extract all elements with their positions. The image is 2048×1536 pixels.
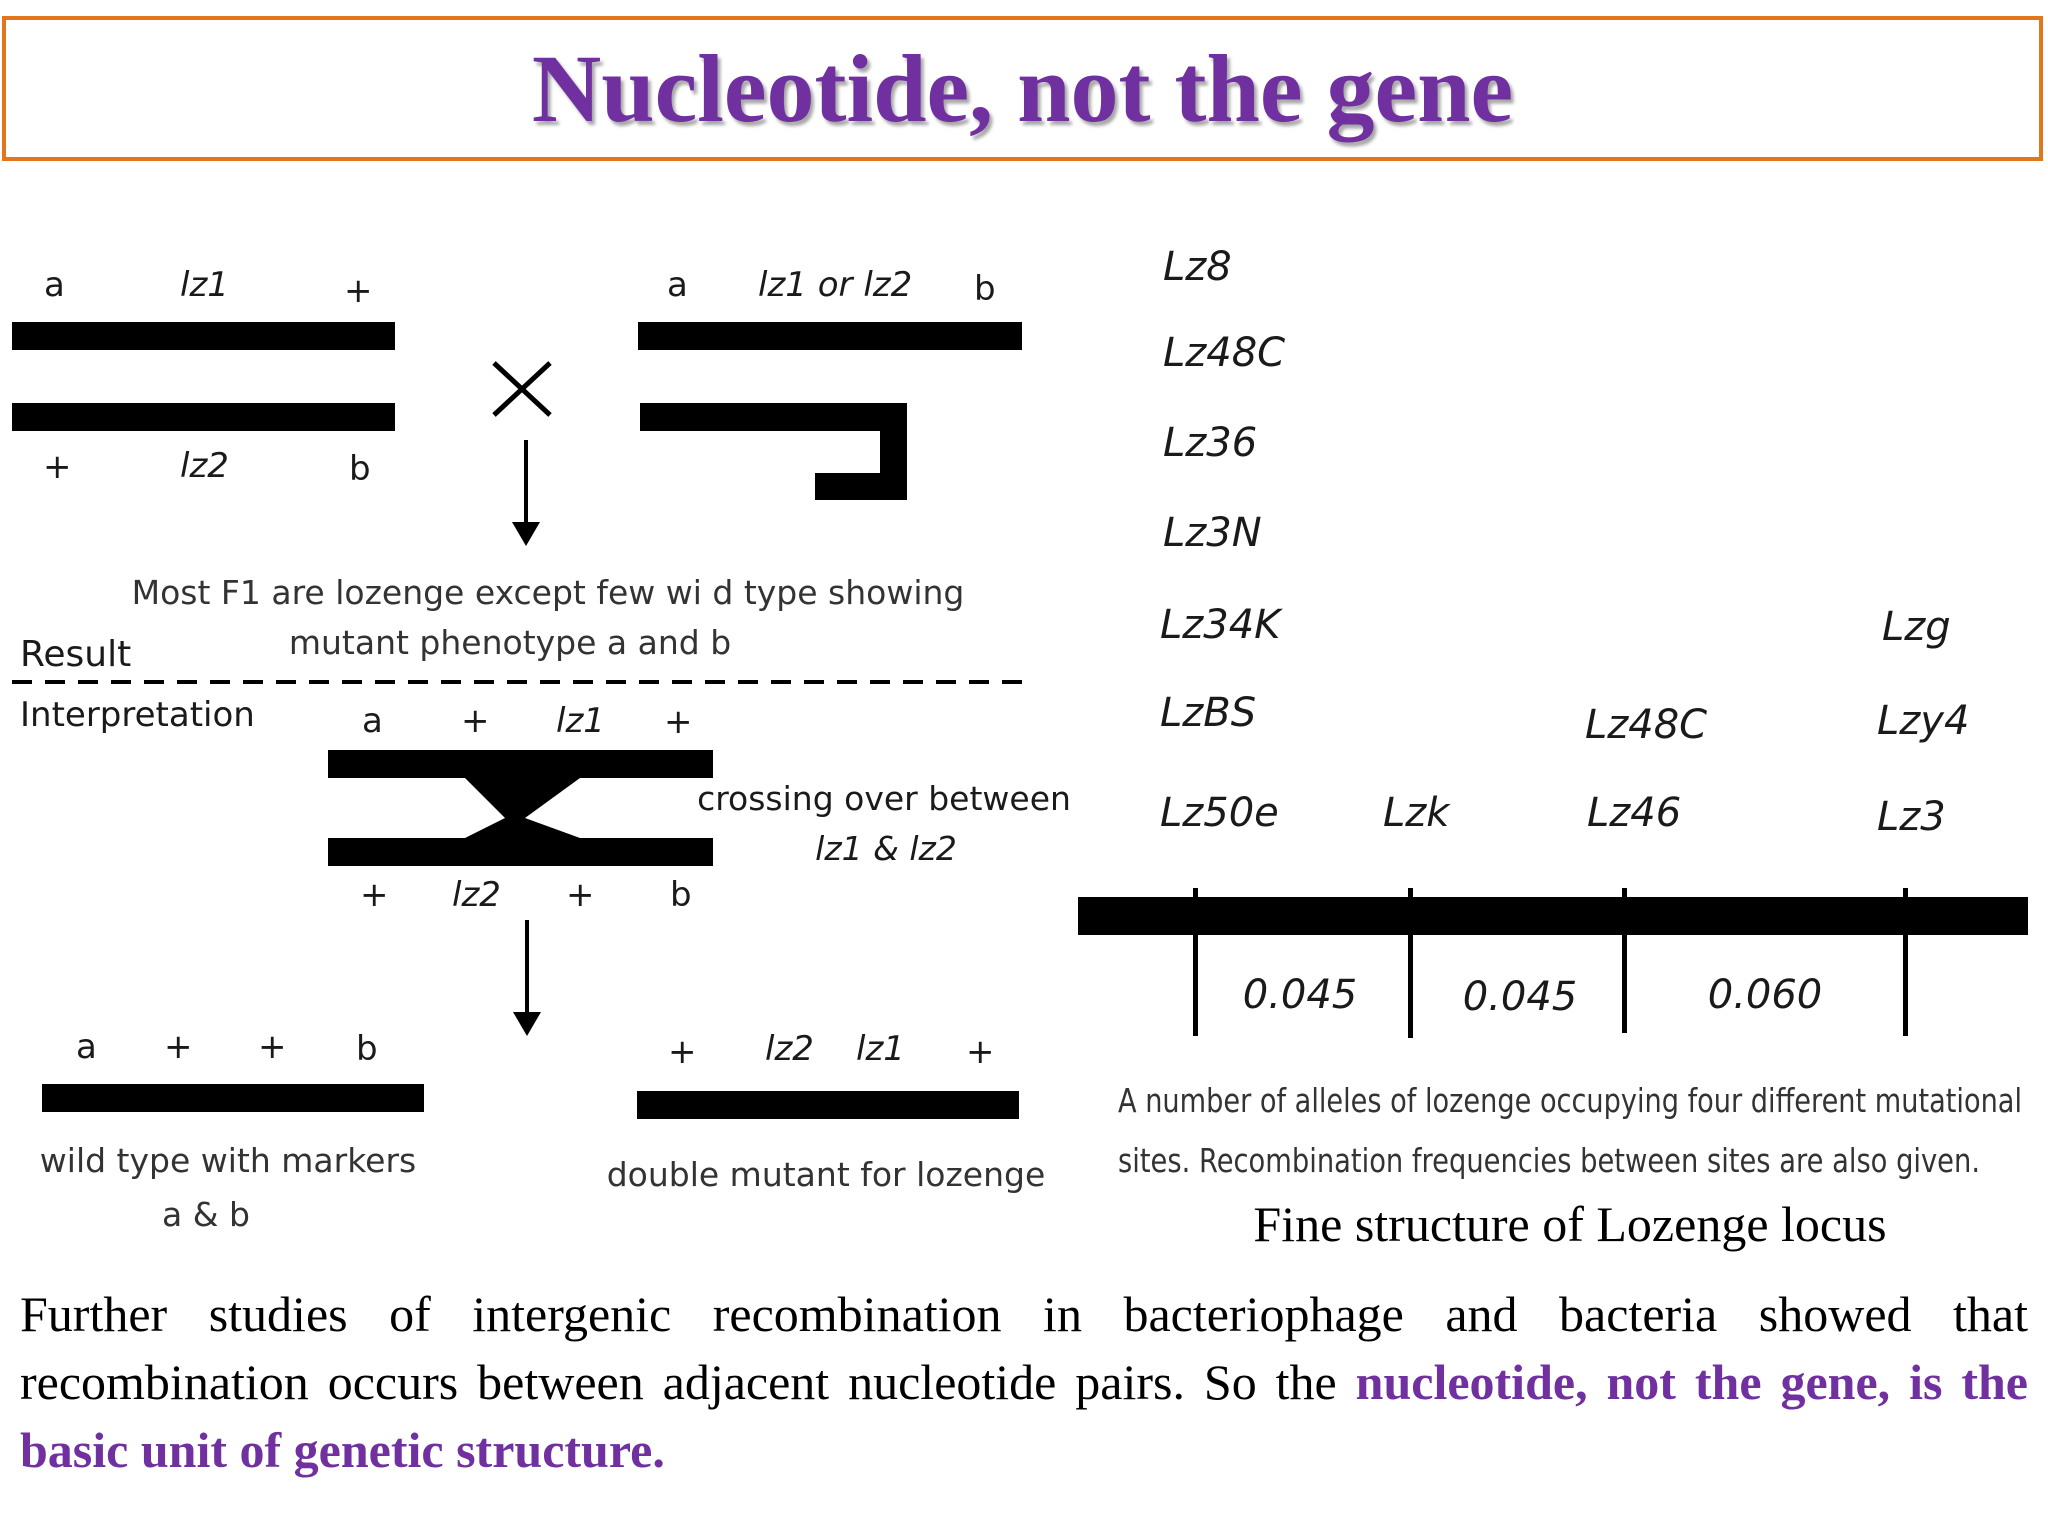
- title-box: Nucleotide, not the gene: [2, 16, 2043, 161]
- allele-lz48c: Lz48C: [1163, 330, 1285, 376]
- label-left-bottom-lz2: lz2: [180, 446, 229, 486]
- locus-caption-line1: A number of alleles of lozenge occupying…: [1118, 1081, 2022, 1120]
- allele-lz36: Lz36: [1163, 420, 1257, 466]
- interp-bottom-b: b: [670, 875, 692, 915]
- locus-bar: [1078, 897, 2028, 935]
- arrow-down-2-head: [513, 1012, 541, 1036]
- figure-title: Fine structure of Lozenge locus: [1253, 1196, 1887, 1252]
- crossover-chromosomes: [328, 750, 713, 866]
- result-text-line1: Most F1 are lozenge except few wi d type…: [132, 573, 965, 612]
- locus-caption-line2: sites. Recombination frequencies between…: [1118, 1141, 1980, 1180]
- frequency-3: 0.060: [1708, 972, 1823, 1018]
- crossover-text-line2: lz1 & lz2: [815, 829, 957, 868]
- allele-lzbs: LzBS: [1160, 690, 1256, 736]
- interp-top-plus-2: +: [664, 702, 693, 742]
- result-label: Result: [20, 634, 131, 675]
- body-text-plain: Further studies of intergenic recombinat…: [20, 1286, 2028, 1410]
- label-right-top-a: a: [667, 265, 688, 305]
- label-left-bottom-b: b: [349, 449, 371, 489]
- product-right-lz2: lz2: [765, 1029, 814, 1069]
- crossover-text-line1: crossing over between: [697, 779, 1071, 818]
- arrow-down-1-head: [512, 522, 540, 546]
- arrow-down-1: [524, 440, 528, 530]
- chromosome-left-bottom: [12, 403, 395, 431]
- double-mutant-caption: double mutant for lozenge: [607, 1155, 1046, 1194]
- label-left-top-plus: +: [344, 271, 373, 311]
- interp-bottom-plus-2: +: [566, 875, 595, 915]
- product-wild-type: [42, 1084, 424, 1112]
- chromosome-right-bottom: [640, 403, 907, 500]
- product-left-plus-1: +: [164, 1027, 193, 1067]
- allele-lz48c-site3: Lz48C: [1585, 702, 1707, 748]
- product-left-a: a: [76, 1027, 97, 1067]
- arrow-down-2: [525, 920, 529, 1020]
- frequency-1: 0.045: [1243, 972, 1358, 1018]
- allele-lzy4: Lzy4: [1877, 698, 1969, 744]
- wild-type-caption-line1: wild type with markers: [40, 1141, 416, 1180]
- site-tick-3: [1622, 888, 1627, 1033]
- label-right-top-b: b: [974, 269, 996, 309]
- allele-lz34k: Lz34K: [1160, 602, 1283, 648]
- wild-type-caption-line2: a & b: [162, 1195, 250, 1234]
- allele-lz46: Lz46: [1587, 790, 1681, 836]
- interp-top-plus-1: +: [461, 701, 490, 741]
- interpretation-label: Interpretation: [20, 695, 255, 735]
- label-left-bottom-plus: +: [43, 447, 72, 487]
- body-text-highlight: nucleotide, not the gene, is the basic u…: [20, 1354, 2028, 1478]
- site-tick-4: [1903, 888, 1908, 1036]
- product-right-plus-2: +: [966, 1032, 995, 1072]
- page-title: Nucleotide, not the gene: [531, 35, 1514, 142]
- label-left-top-lz1: lz1: [180, 265, 229, 305]
- product-left-plus-2: +: [258, 1027, 287, 1067]
- allele-lz50e: Lz50e: [1160, 790, 1279, 836]
- product-right-plus-1: +: [668, 1032, 697, 1072]
- allele-lzg: Lzg: [1882, 604, 1951, 650]
- label-right-top-lz: lz1 or lz2: [758, 265, 912, 305]
- frequency-2: 0.045: [1463, 974, 1578, 1020]
- cross-symbol: [492, 361, 552, 417]
- label-left-top-a: a: [44, 265, 65, 305]
- result-text-line2: mutant phenotype a and b: [289, 623, 731, 662]
- chromosome-left-top: [12, 322, 395, 350]
- interp-bottom-lz2: lz2: [452, 875, 501, 915]
- interp-top-lz1: lz1: [556, 701, 605, 741]
- allele-lz8: Lz8: [1163, 244, 1232, 290]
- chromosome-right-top: [638, 322, 1022, 350]
- interp-bottom-plus-1: +: [360, 875, 389, 915]
- allele-lz3: Lz3: [1877, 794, 1946, 840]
- allele-lzk: Lzk: [1383, 790, 1451, 836]
- site-tick-1: [1193, 888, 1198, 1036]
- allele-lz3n: Lz3N: [1163, 510, 1262, 556]
- body-paragraph: Further studies of intergenic recombinat…: [20, 1280, 2028, 1484]
- product-double-mutant: [637, 1091, 1019, 1119]
- product-right-lz1: lz1: [856, 1029, 905, 1069]
- site-tick-2: [1408, 888, 1413, 1038]
- interp-top-a: a: [362, 701, 383, 741]
- product-left-b: b: [356, 1029, 378, 1069]
